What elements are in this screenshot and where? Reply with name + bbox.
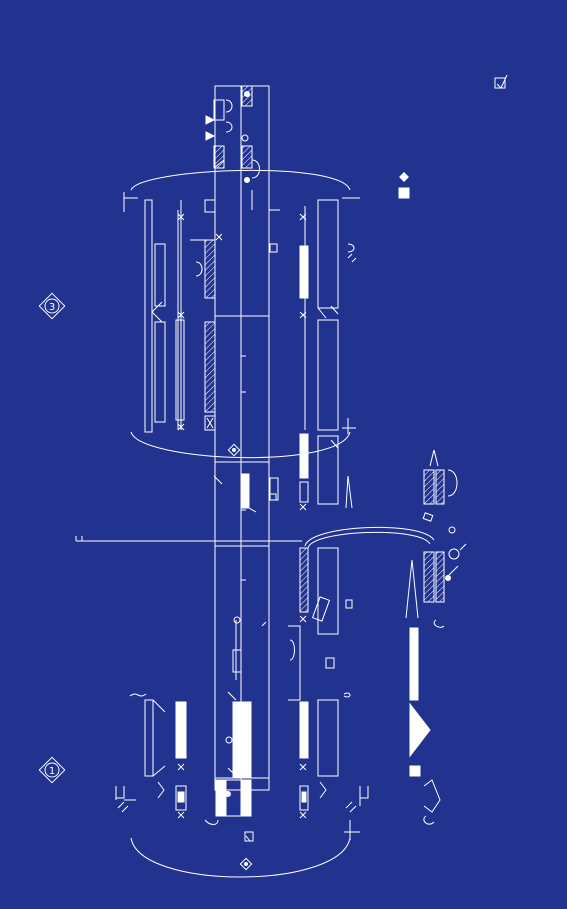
mid-diamond-icon bbox=[227, 443, 241, 457]
left-staff-upper bbox=[144, 199, 206, 433]
trunk-upper-details bbox=[241, 85, 280, 761]
inner-left-column bbox=[204, 199, 216, 431]
left-staff-lower bbox=[129, 693, 187, 811]
section-1-frame bbox=[115, 786, 361, 878]
right-spike bbox=[345, 475, 353, 509]
trunk-mid-upper bbox=[213, 473, 279, 513]
section-marker-3-label: 3 bbox=[49, 302, 55, 313]
section-marker-3: 3 bbox=[38, 292, 66, 320]
cross-marks bbox=[177, 213, 307, 819]
corner-box-icon bbox=[494, 74, 508, 89]
top-wedges bbox=[205, 99, 233, 169]
bottom-diamond-icon bbox=[239, 857, 253, 871]
main-trunk bbox=[214, 85, 270, 791]
bottom-box-icon bbox=[244, 831, 254, 842]
key-marker-icon bbox=[398, 172, 410, 199]
bottom-glyphs bbox=[115, 781, 369, 813]
trunk-lower-blocks bbox=[204, 616, 267, 825]
right-cluster bbox=[405, 449, 467, 825]
section-marker-1: 1 bbox=[38, 756, 66, 784]
lead-line bbox=[75, 536, 302, 542]
connecting-arch bbox=[304, 526, 435, 549]
right-staff-lower bbox=[288, 547, 353, 811]
section-marker-1-label: 1 bbox=[49, 766, 55, 777]
right-staff-upper bbox=[299, 199, 357, 505]
section-3-frame bbox=[123, 169, 360, 459]
